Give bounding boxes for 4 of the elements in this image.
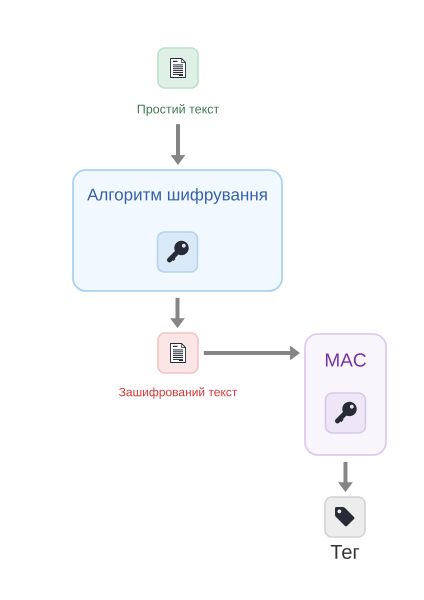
node-label: Простий текст bbox=[138, 104, 219, 116]
node-label: Тег bbox=[330, 545, 360, 559]
node-label: Зашифрований текст bbox=[119, 387, 238, 399]
process-box: Алгоритм шифрування bbox=[72, 169, 283, 292]
